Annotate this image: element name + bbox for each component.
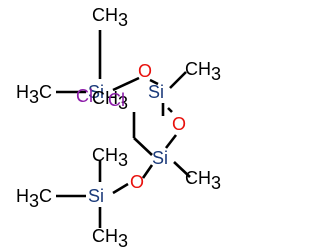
bonds: [56, 30, 191, 228]
chlorine-label: Cl: [76, 86, 93, 106]
atom-symbol: Si: [152, 148, 168, 168]
silicon-label: Si: [88, 82, 104, 102]
atom-symbol: O: [130, 172, 144, 192]
bond-ch2-si3: [133, 137, 153, 156]
methyl-label: H3C: [16, 82, 52, 107]
atom-labels: CH3 H3C Si O CH3 Si CH3 Cl Cl O Si CH3 O…: [16, 5, 221, 250]
bond-si3-me-right: [173, 161, 191, 178]
atom-symbol: CH: [92, 88, 118, 108]
bond-si2-o2-b: [167, 107, 173, 113]
methyl-label: CH3: [185, 59, 221, 84]
atom-symbol: CH: [92, 145, 118, 165]
atom-subscript: 3: [118, 150, 128, 170]
silicon-label: Si: [88, 186, 104, 206]
bond-si2-me-right: [169, 71, 187, 89]
atom-symbol: CH: [92, 5, 118, 25]
atom-symbol-tail: C: [39, 186, 52, 206]
bond-si3-o3: [141, 164, 154, 179]
oxygen-label: O: [138, 61, 152, 81]
bond-o2-si3: [164, 134, 178, 149]
oxygen-label: O: [130, 172, 144, 192]
atom-symbol: CH: [92, 226, 118, 246]
atom-subscript: 3: [29, 191, 39, 211]
atom-subscript: 3: [211, 64, 221, 84]
chlorine-label: Cl: [108, 90, 125, 110]
methyl-label: CH3: [92, 88, 128, 113]
methyl-label: CH3: [92, 145, 128, 170]
atom-symbol: Si: [88, 82, 104, 102]
bond-si1-o1-a: [112, 76, 140, 92]
chemical-structure: CH3 H3C Si O CH3 Si CH3 Cl Cl O Si CH3 O…: [16, 5, 221, 250]
methyl-label: CH3: [92, 5, 128, 30]
atom-subscript: 3: [211, 173, 221, 193]
oxygen-label: O: [172, 114, 186, 134]
atom-subscript: 3: [118, 231, 128, 250]
methyl-label: H3C: [16, 186, 52, 211]
atom-symbol: CH: [185, 59, 211, 79]
atom-symbol: O: [172, 114, 186, 134]
atom-symbol: H: [16, 82, 29, 102]
atom-symbol: CH: [185, 168, 211, 188]
atom-symbol: H: [16, 186, 29, 206]
bond-o3-si4: [112, 182, 129, 195]
atom-subscript: 3: [118, 93, 128, 113]
atom-symbol: Cl: [108, 90, 125, 110]
atom-symbol: Si: [148, 82, 164, 102]
atom-symbol-tail: C: [39, 82, 52, 102]
atom-subscript: 3: [29, 87, 39, 107]
methyl-label: CH3: [92, 226, 128, 250]
silicon-label: Si: [152, 148, 168, 168]
atom-subscript: 3: [118, 10, 128, 30]
bond-si1-o1-b: [149, 78, 159, 86]
atom-symbol: O: [138, 61, 152, 81]
silicon-label: Si: [148, 82, 164, 102]
atom-symbol: Si: [88, 186, 104, 206]
methyl-label: CH3: [185, 168, 221, 193]
atom-symbol: Cl: [76, 86, 93, 106]
